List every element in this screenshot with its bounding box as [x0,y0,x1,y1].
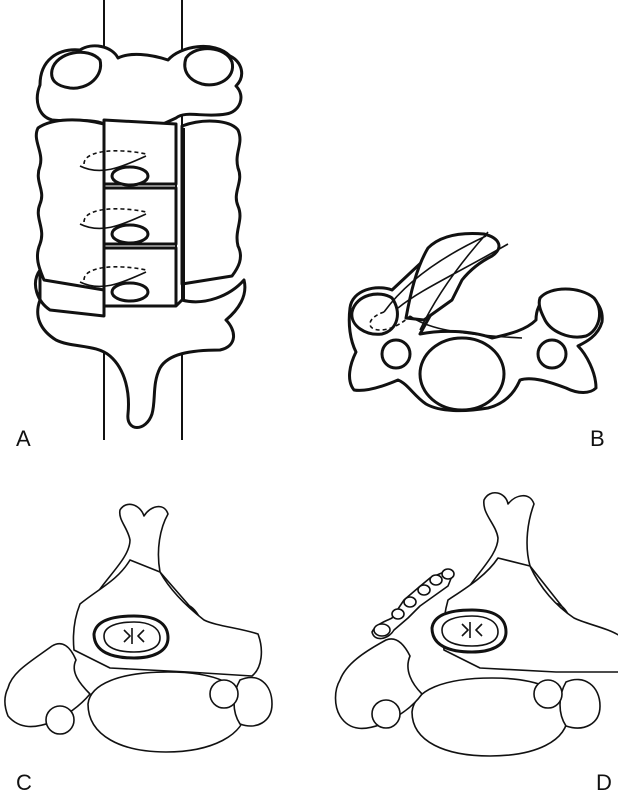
panel-label-d: D [596,770,612,795]
lamina-level-3 [79,246,178,308]
left-transverse-process [4,642,91,728]
spinal-cord [92,614,170,660]
left-facet [350,292,399,336]
top-right-facet [183,47,235,87]
right-transverse-process [233,676,273,727]
lamina-arch [72,559,263,677]
foramen-right [533,679,563,709]
bottom-vertebra [34,268,247,429]
right-transverse-process [559,678,601,729]
foramen-right [536,338,568,370]
panel-c-axial-vertebra [4,503,273,753]
left-transverse-process [334,638,423,730]
graft-button-2 [110,223,150,245]
panel-b-axial-vertebra-wired [347,231,604,413]
graft-button-1 [110,165,150,187]
foramen-left [380,338,412,370]
lamina-level-1 [79,118,178,187]
panel-d-axial-vertebra-grafted [334,492,618,757]
right-lateral-mass [180,119,242,286]
panel-label-b: B [590,426,605,451]
top-left-facet [50,50,103,90]
panel-label-a: A [16,426,31,451]
spinal-cord [430,608,508,654]
left-lateral-mass [34,118,106,292]
panel-label-c: C [16,770,32,795]
graft-chain [371,568,455,640]
panel-a-posterior-spine [34,0,247,440]
foramen-left [371,699,401,729]
fixation-wire [383,231,509,331]
right-facet [537,287,602,339]
graft-button-3 [110,281,150,303]
foramen-right [209,679,239,709]
vertebral-body [418,336,506,412]
foramen-left [45,705,75,735]
